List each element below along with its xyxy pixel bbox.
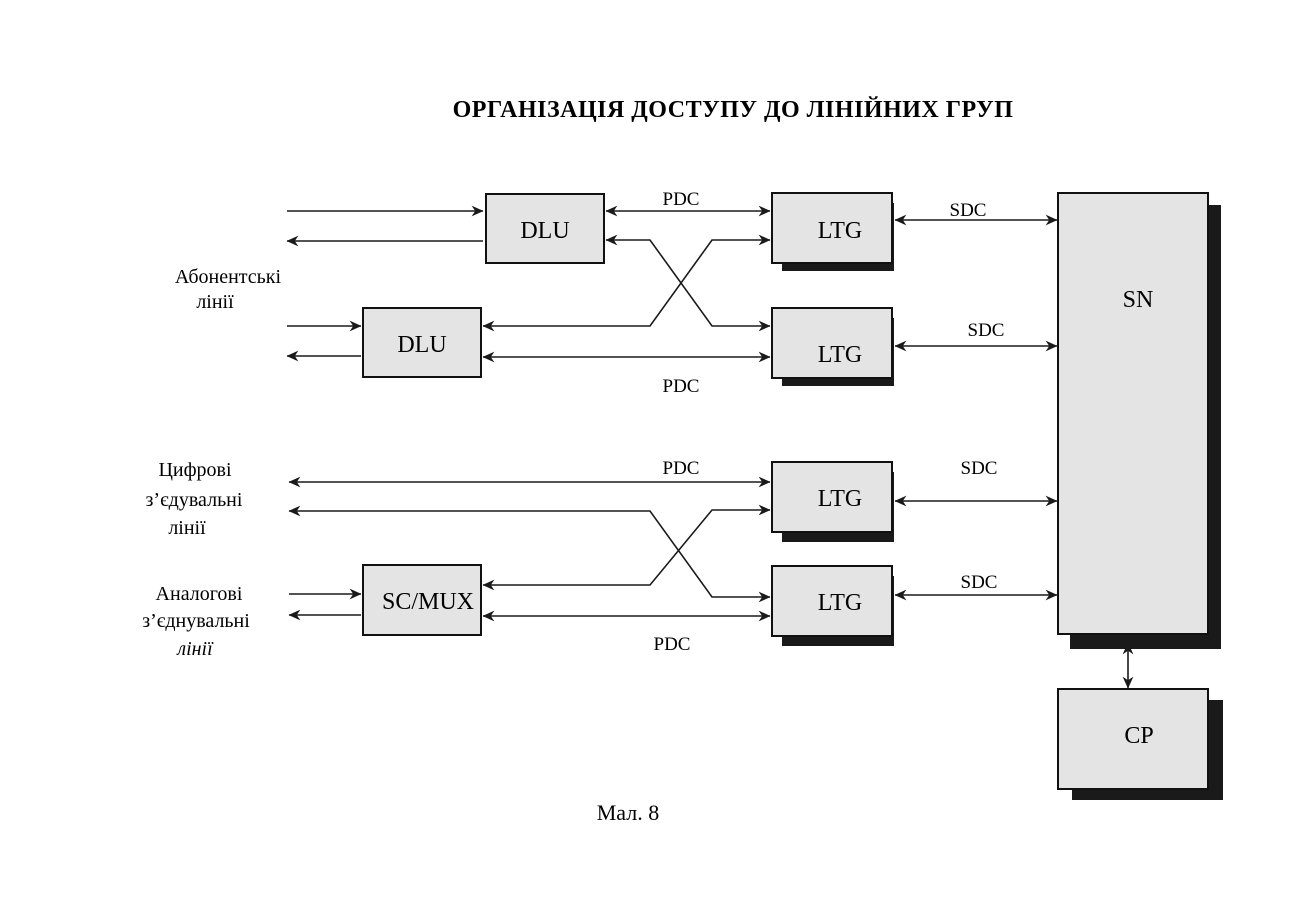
digital-trunks-line-3: лінії [168, 517, 206, 539]
ltg-label-4: LTG [818, 590, 862, 616]
cp-label: CP [1124, 723, 1153, 749]
analog-trunks-line-1: Аналогові [156, 583, 243, 605]
dlu-label-1: DLU [520, 218, 569, 244]
ltg-block-4: LTG [771, 565, 894, 646]
ltg-block-1: LTG [771, 192, 894, 271]
sdc-label-4: SDC [961, 572, 998, 593]
ltg-label-2: LTG [818, 342, 862, 368]
ltg-label-3: LTG [818, 486, 862, 512]
cross-digital-ltg4 [288, 505, 771, 603]
sn-block: SN [1057, 192, 1221, 649]
ltg-label-1: LTG [818, 218, 862, 244]
cross-dlu2-ltg1 [482, 234, 771, 332]
diagram-title: ОРГАНІЗАЦІЯ ДОСТУПУ ДО ЛІНІЙНИХ ГРУП [453, 97, 1014, 123]
scmux-block: SC/MUX [362, 564, 482, 636]
analog-trunks-line-2: з’єднувальні [142, 610, 250, 632]
subscriber-lines-line-1: Абонентські [175, 266, 282, 288]
ltg-block-2: LTG [771, 307, 894, 386]
analog-trunks-line-3: лінії [176, 638, 214, 660]
analog-trunks-label: Аналогові з’єднувальні лінії [142, 583, 250, 660]
dlu-block-2: DLU [362, 307, 482, 378]
ltg-block-3: LTG [771, 461, 894, 542]
digital-trunks-label: Цифрові з’єдувальні лінії [146, 459, 243, 539]
figure-caption: Мал. 8 [597, 800, 660, 825]
sdc-label-1: SDC [950, 200, 987, 221]
subscriber-lines-label: Абонентські лінії [175, 266, 282, 313]
cp-block: CP [1057, 688, 1223, 800]
pdc-label-2: PDC [663, 376, 700, 397]
cross-dlu1-ltg2 [605, 234, 771, 332]
sdc-label-2: SDC [968, 320, 1005, 341]
digital-trunks-line-1: Цифрові [158, 459, 232, 481]
pdc-label-4: PDC [654, 634, 691, 655]
dlu-block-1: DLU [485, 193, 605, 264]
dlu-label-2: DLU [397, 332, 446, 358]
connections [286, 205, 1134, 689]
pdc-label-1: PDC [663, 189, 700, 210]
digital-trunks-line-2: з’єдувальні [146, 489, 243, 511]
sdc-label-3: SDC [961, 458, 998, 479]
sn-label: SN [1123, 287, 1154, 313]
scmux-label: SC/MUX [382, 589, 474, 615]
subscriber-lines-line-2: лінії [196, 291, 234, 313]
pdc-label-3: PDC [663, 458, 700, 479]
cross-scmux-ltg3 [482, 504, 771, 591]
